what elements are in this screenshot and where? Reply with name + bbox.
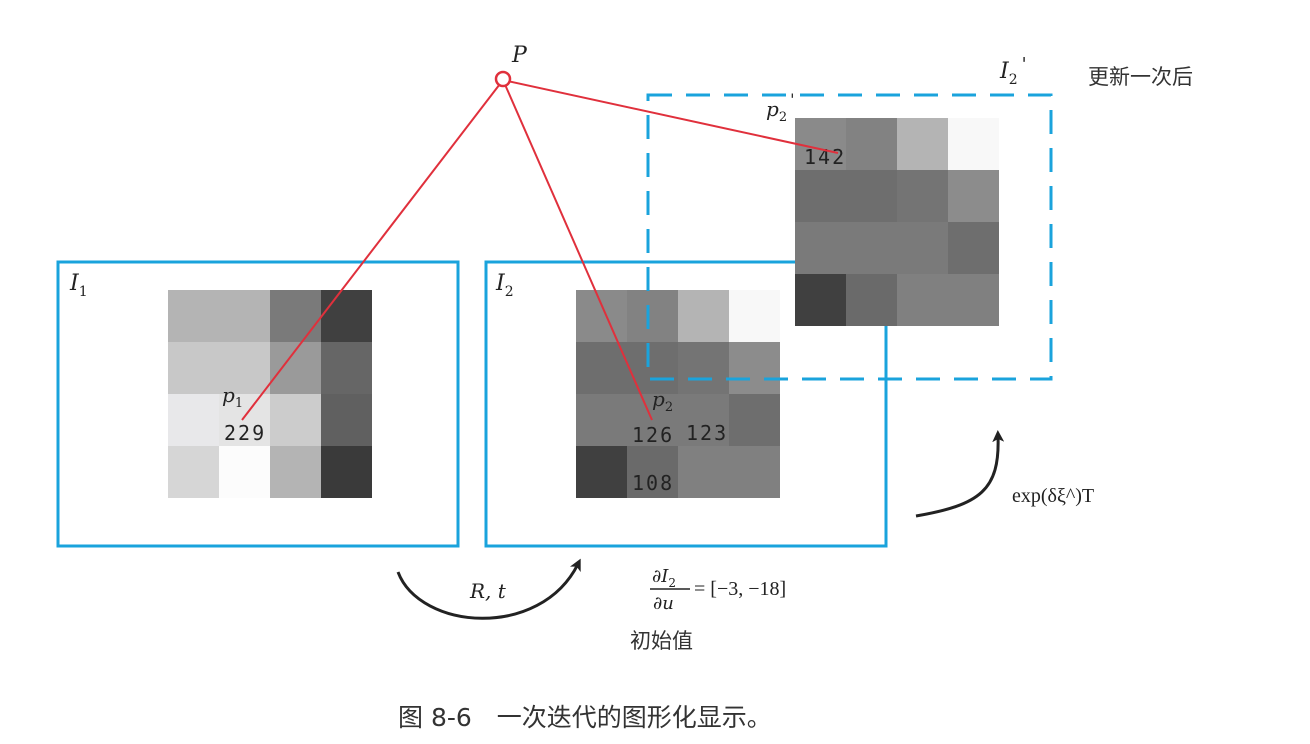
image2-pixel-r2c3 — [729, 394, 780, 446]
pixel-p2-value: 126 — [632, 423, 674, 447]
image2-pixel-r0c2 — [678, 290, 729, 342]
image2-pixel-r2c2 — [678, 394, 729, 446]
image2_updated-pixel-r1c0 — [795, 170, 846, 222]
image1-label: I1 — [69, 271, 88, 300]
image2_updated-pixel-r3c2 — [897, 274, 948, 326]
image2_updated-pixel-r3c1 — [846, 274, 897, 326]
image2_updated-pixel-r3c3 — [948, 274, 999, 326]
image1-pixel-r0c1 — [219, 290, 270, 342]
image2_updated-pixel-r0c1 — [846, 118, 897, 170]
image2-pixel-r1c0 — [576, 342, 627, 394]
image2_updated-pixel-r2c3 — [948, 222, 999, 274]
image1-pixel-r2c3 — [321, 394, 372, 446]
pixel-p2-right-value: 123 — [686, 421, 728, 445]
pixel-p2-updated-value: 142 — [804, 145, 846, 169]
after-update-label: 更新一次后 — [1088, 65, 1193, 89]
ray-to-p2-updated — [502, 79, 839, 154]
image2_updated-pixel-r1c2 — [897, 170, 948, 222]
gradient-value: = [−3, −18] — [694, 578, 786, 600]
image2-pixel-r3c0 — [576, 446, 627, 498]
image2_updated-pixel-r0c3 — [948, 118, 999, 170]
image2_updated-pixel-r1c1 — [846, 170, 897, 222]
arrow-exp-update — [915, 430, 1005, 518]
image2-pixel-r0c3 — [729, 290, 780, 342]
exp-update-label: exp(δξ^)T — [1012, 485, 1094, 507]
image1-pixel-r2c0 — [168, 394, 219, 446]
image2-pixel-r3c1 — [627, 446, 678, 498]
image2-label: I2 — [495, 271, 514, 300]
image2-pixel-r1c2 — [678, 342, 729, 394]
image2-pixel-r1c1 — [627, 342, 678, 394]
image2_updated-pixel-r2c0 — [795, 222, 846, 274]
image1-pixel-r1c1 — [219, 342, 270, 394]
image1-pixel-r1c0 — [168, 342, 219, 394]
figure-caption: 图 8-6 一次迭代的图形化显示。 — [398, 703, 772, 732]
arrow-rt — [396, 558, 581, 620]
image2_updated-pixel-r2c1 — [846, 222, 897, 274]
image2_updated-pixel-r3c0 — [795, 274, 846, 326]
image1-pixel-r1c3 — [321, 342, 372, 394]
image2-frame — [484, 260, 888, 548]
image2-pixel-grid — [576, 290, 780, 498]
image1-pixel-r0c3 — [321, 290, 372, 342]
image2-pixel-r2c1 — [627, 394, 678, 446]
image1-pixel-r3c3 — [321, 446, 372, 498]
image2-updated-frame — [646, 93, 1053, 381]
gradient-denominator: ∂u — [653, 593, 674, 614]
image2-pixel-r1c3 — [729, 342, 780, 394]
image2-pixel-r3c2 — [678, 446, 729, 498]
image2-updated-pixel-grid — [795, 118, 999, 326]
image2-pixel-r0c1 — [627, 290, 678, 342]
pixel-p1-value: 229 — [224, 421, 266, 445]
image1-pixel-r3c1 — [219, 446, 270, 498]
image2-updated-label: I2' — [999, 54, 1027, 88]
point-p-marker — [494, 70, 512, 88]
image2_updated-pixel-r2c2 — [897, 222, 948, 274]
initial-value-label: 初始值 — [630, 629, 693, 653]
point-p-label: P — [511, 43, 528, 68]
image1-pixel-r0c2 — [270, 290, 321, 342]
image1-pixel-grid — [168, 290, 372, 498]
image2_updated-pixel-r1c3 — [948, 170, 999, 222]
pixel-p2-label: p2 — [652, 387, 673, 415]
ray-to-p1 — [241, 79, 504, 421]
image2-pixel-r3c3 — [729, 446, 780, 498]
image1-pixel-r2c2 — [270, 394, 321, 446]
image1-frame — [56, 260, 460, 548]
transform-rt-label: R, t — [469, 579, 507, 603]
image2_updated-pixel-r0c0 — [795, 118, 846, 170]
gradient-formula: ∂I2 ∂u = [−3, −18] — [650, 566, 786, 614]
pixel-p2-updated-label: p2' — [766, 90, 795, 125]
image1-pixel-r3c0 — [168, 446, 219, 498]
image2_updated-pixel-r0c2 — [897, 118, 948, 170]
pixel-p2-below-value: 108 — [632, 471, 674, 495]
image1-pixel-r2c1 — [219, 394, 270, 446]
image2-pixel-r0c0 — [576, 290, 627, 342]
image2-pixel-r2c0 — [576, 394, 627, 446]
pixel-p1-label: p1 — [222, 383, 243, 411]
gradient-numerator: ∂I2 — [652, 566, 676, 590]
ray-to-p2 — [502, 79, 653, 421]
image1-pixel-r3c2 — [270, 446, 321, 498]
image1-pixel-r0c0 — [168, 290, 219, 342]
